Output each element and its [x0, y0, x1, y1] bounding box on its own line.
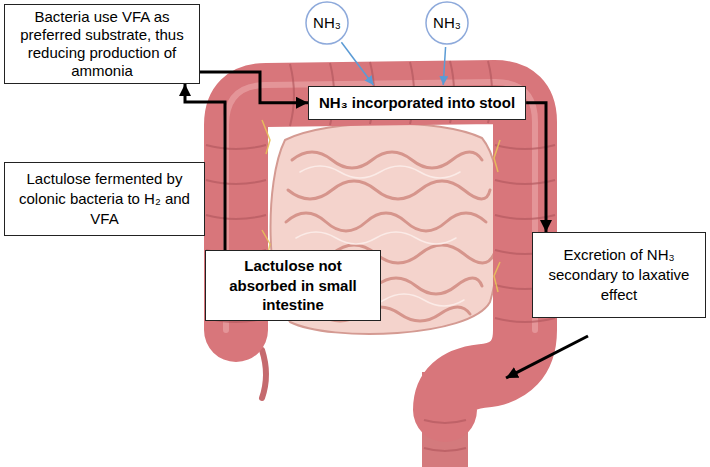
- molecule-label: NH₃: [313, 13, 341, 33]
- molecule-label: NH₃: [433, 13, 461, 33]
- process-box: NH₃ incorporated into stool: [308, 86, 526, 120]
- flow-arrow: [526, 103, 546, 232]
- molecule-circle: NH₃: [425, 1, 469, 45]
- box-text: Lactulose not absorbed in small intestin…: [212, 256, 374, 315]
- process-box: Bacteria use VFA as preferred substrate,…: [4, 4, 200, 84]
- process-box: Excretion of NH₃ secondary to laxative e…: [532, 232, 706, 318]
- molecule-circle: NH₃: [305, 1, 349, 45]
- flow-arrow: [200, 72, 308, 103]
- process-box: Lactulose not absorbed in small intestin…: [205, 250, 381, 321]
- circle-shape: [426, 2, 468, 44]
- flow-arrow: [443, 47, 445, 85]
- process-box: Lactulose fermented by colonic bacteria …: [4, 162, 205, 236]
- flow-arrow: [506, 336, 588, 378]
- box-text: Bacteria use VFA as preferred substrate,…: [17, 8, 187, 80]
- box-text: Lactulose fermented by colonic bacteria …: [11, 169, 198, 229]
- circle-shape: [306, 2, 348, 44]
- box-text: Excretion of NH₃ secondary to laxative e…: [541, 245, 697, 305]
- flow-arrow: [341, 42, 373, 85]
- large-intestine: [206, 61, 555, 467]
- box-text: NH₃ incorporated into stool: [319, 93, 515, 113]
